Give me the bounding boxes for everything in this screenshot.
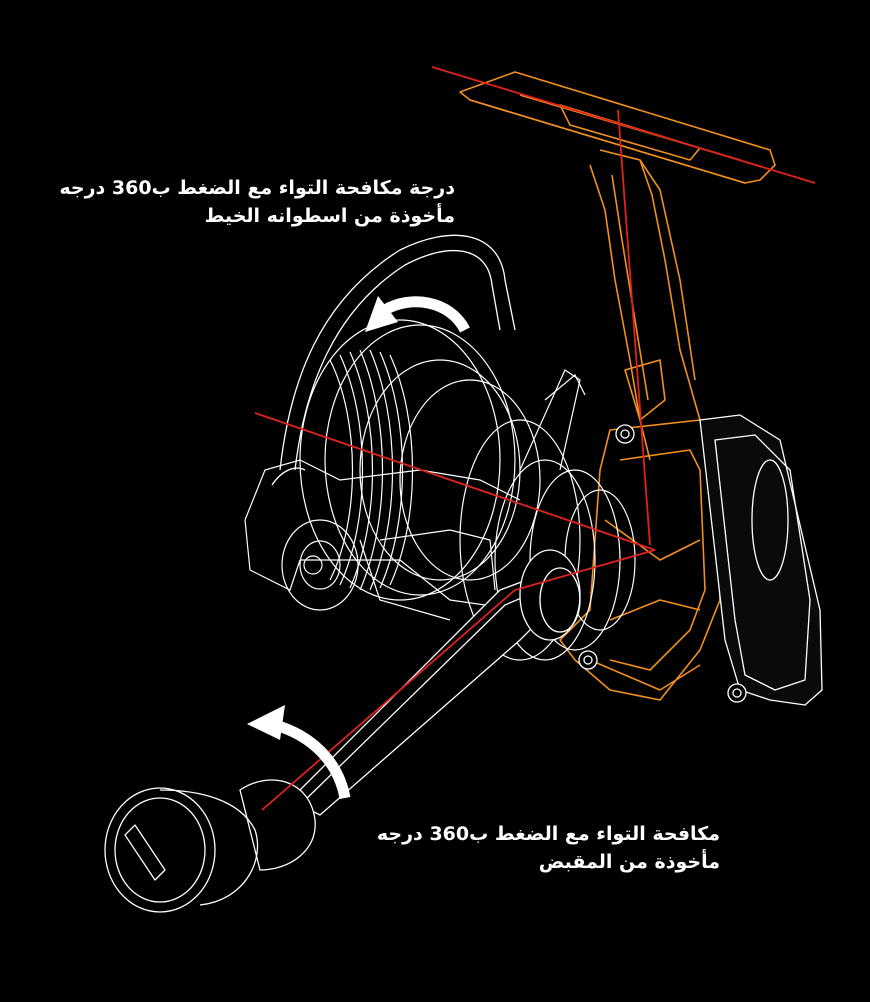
- spool-rotor: [244, 319, 636, 661]
- reel-body-frame: [459, 71, 776, 701]
- handle: [104, 549, 581, 913]
- spool-label-line1: درجة مكافحة التواء مع الضغط ب360 درجه: [59, 177, 455, 199]
- handle-label-line1: مكافحة التواء مع الضغط ب360 درجه: [376, 823, 720, 845]
- handle-label-line2: مأخوذة من المقبض: [538, 851, 720, 873]
- bail-wire: [271, 234, 516, 486]
- side-cover: [699, 414, 823, 706]
- curved-arrow-icon: [247, 705, 351, 800]
- handle-anti-twist-label: مكافحة التواء مع الضغط ب360 درجه مأخوذة …: [377, 820, 720, 876]
- spool-label-line2: مأخوذة من اسطوانه الخيط: [204, 205, 455, 227]
- curved-arrow-icon: [365, 296, 470, 333]
- spool-anti-twist-label: درجة مكافحة التواء مع الضغط ب360 درجه مأ…: [59, 174, 455, 230]
- screws: [578, 424, 747, 703]
- guide-lines: [254, 66, 816, 811]
